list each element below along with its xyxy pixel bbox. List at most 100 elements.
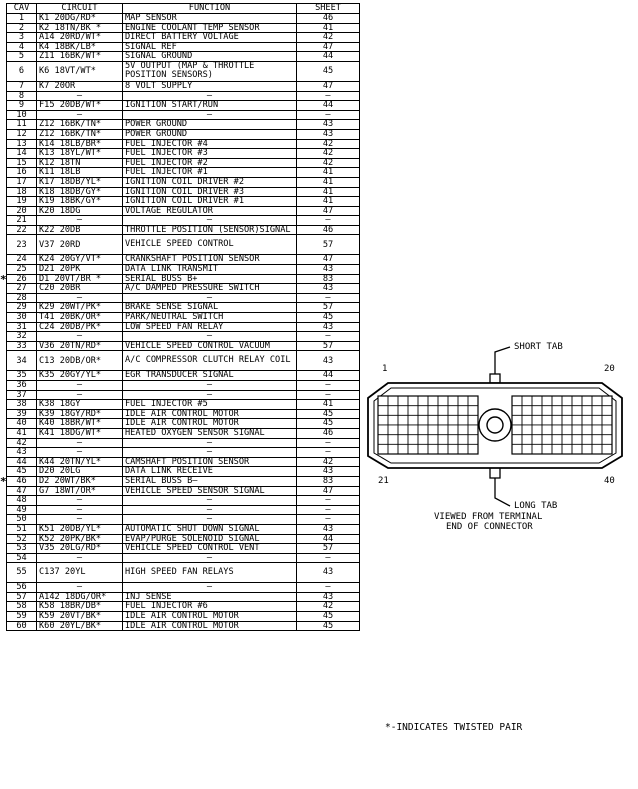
cell-sheet: 46 — [296, 224, 360, 236]
cell-cav: 53 — [6, 543, 37, 554]
cell-function: AUTOMATIC SHUT DOWN SIGNAL — [122, 523, 297, 535]
cell-cav: 15 — [6, 157, 37, 169]
cell-sheet: 43 — [296, 591, 360, 603]
cell-cav: 3 — [6, 32, 37, 43]
cell-cav: 5 — [6, 51, 37, 62]
cell-cav: 42 — [6, 437, 37, 449]
cell-function: — — [122, 504, 297, 516]
cell-circuit: K41 18DG/WT* — [36, 427, 123, 439]
cell-function: HEATED OXYGEN SENSOR SIGNAL — [122, 427, 297, 439]
cell-cav: 23 — [6, 234, 37, 256]
cell-circuit: T41 20BK/OR* — [36, 312, 123, 323]
header-cav: CAV — [6, 3, 37, 14]
cell-cav: 28 — [6, 292, 37, 304]
cell-circuit: — — [36, 380, 123, 391]
table-row: 50——— — [6, 514, 360, 525]
cell-cav: 4 — [6, 41, 37, 53]
cell-sheet: 41 — [296, 167, 360, 178]
cell-sheet: 83 — [296, 273, 360, 285]
cell-cav: 24 — [6, 254, 37, 266]
connector-inner-outline — [373, 387, 617, 464]
cell-cav: 30 — [6, 312, 37, 323]
cell-circuit: — — [36, 90, 123, 102]
cell-cav: 57 — [6, 591, 37, 603]
cell-cav: 46 — [6, 475, 37, 487]
cell-circuit: K2 18TN/BK * — [36, 22, 123, 34]
cell-sheet: 45 — [296, 611, 360, 622]
cell-function: — — [122, 552, 297, 564]
cell-circuit: K6 18VT/WT* — [36, 60, 123, 82]
cell-cav: 26 — [6, 273, 37, 285]
cell-cav: 34 — [6, 350, 37, 372]
cell-function: VOLTAGE REGULATOR — [122, 205, 297, 217]
cell-sheet: 42 — [296, 148, 360, 159]
header-circuit: CIRCUIT — [36, 3, 123, 14]
cell-function: IGNITION COIL DRIVER #2 — [122, 176, 297, 188]
cell-sheet: 47 — [296, 254, 360, 266]
cell-cav: 14 — [6, 148, 37, 159]
cell-function: — — [122, 389, 297, 401]
short-tab-leader — [494, 346, 511, 374]
cell-circuit: — — [36, 389, 123, 401]
cell-sheet: 43 — [296, 128, 360, 140]
cell-circuit: Z12 16BK/TN* — [36, 128, 123, 140]
cell-function: 5V OUTPUT (MAP & THROTTLE POSITION SENSO… — [122, 60, 297, 82]
table-row: 37——— — [6, 389, 360, 401]
cell-cav: 58 — [6, 601, 37, 613]
cell-function: 8 VOLT SUPPLY — [122, 80, 297, 92]
cell-circuit: F15 20DB/WT* — [36, 100, 123, 111]
cell-circuit: K7 20OR — [36, 80, 123, 92]
cell-sheet: 43 — [296, 466, 360, 477]
cell-function: LOW SPEED FAN RELAY — [122, 321, 297, 333]
cell-function: MAP SENSOR — [122, 13, 297, 24]
cell-cav: 20 — [6, 205, 37, 217]
cell-cav: 41 — [6, 427, 37, 439]
cell-cav: 54 — [6, 552, 37, 564]
cell-cav: 9 — [6, 100, 37, 111]
cell-function: VEHICLE SPEED CONTROL VACUUM — [122, 340, 297, 352]
cell-function: IDLE AIR CONTROL MOTOR — [122, 408, 297, 420]
table-row: 21——— — [6, 215, 360, 226]
cell-sheet: 41 — [296, 196, 360, 207]
cell-function: POWER GROUND — [122, 119, 297, 130]
cell-sheet: 43 — [296, 523, 360, 535]
pin-table-header: CAV CIRCUIT FUNCTION SHEET — [6, 3, 360, 14]
cell-sheet: — — [296, 292, 360, 304]
cell-circuit: K29 20WT/PK* — [36, 302, 123, 314]
connector-drawing — [367, 346, 623, 507]
cell-circuit: K17 18DB/YL* — [36, 176, 123, 188]
cell-cav: 21 — [6, 215, 37, 226]
cell-circuit: Z12 16BK/TN* — [36, 119, 123, 130]
cell-sheet: 42 — [296, 138, 360, 150]
cell-function: FUEL INJECTOR #4 — [122, 138, 297, 150]
cell-circuit: V36 20TN/RD* — [36, 340, 123, 352]
cell-function: EGR TRANSDUCER SIGNAL — [122, 370, 297, 381]
cell-sheet: 45 — [296, 418, 360, 429]
table-row: 56——— — [6, 582, 360, 593]
cell-sheet: — — [296, 331, 360, 342]
twisted-pair-note: *-INDICATES TWISTED PAIR — [385, 722, 523, 733]
cell-cav: 43 — [6, 447, 37, 458]
cell-circuit: A14 20RD/WT* — [36, 32, 123, 43]
cell-circuit: K52 20PK/BK* — [36, 533, 123, 545]
cell-cav: 47 — [6, 485, 37, 497]
cell-sheet: 57 — [296, 543, 360, 554]
cell-function: IGNITION COIL DRIVER #1 — [122, 196, 297, 207]
cell-sheet: — — [296, 389, 360, 401]
pin-20-label: 20 — [604, 364, 615, 374]
cell-function: A/C COMPRESSOR CLUTCH RELAY COIL — [122, 350, 297, 372]
cell-circuit: K38 18GY — [36, 399, 123, 410]
cell-cav: 7 — [6, 80, 37, 92]
